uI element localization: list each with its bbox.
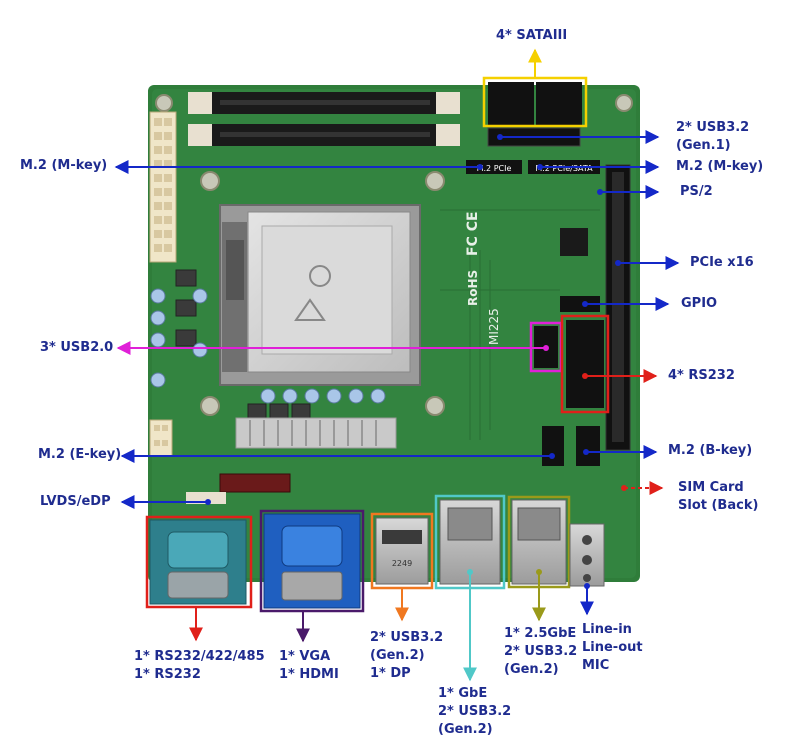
m2-pcie-silkscreen: M.2 PCIe (477, 164, 512, 173)
atx-power-connector (149, 111, 177, 263)
gbe-arrow-dot (467, 569, 473, 575)
label-audio-line2: Line-out (582, 640, 643, 655)
vga-hdmi-stack (263, 513, 361, 609)
label-sim-line1: SIM Card (678, 480, 744, 495)
usb20-arrow-dot (543, 345, 549, 351)
vrm-components (150, 269, 386, 421)
arrow-dots (205, 134, 621, 589)
label-sim-line2: Slot (Back) (678, 498, 759, 513)
sim-arrow-dot (621, 485, 627, 491)
audio-jacks (569, 523, 605, 587)
label-vga-line2: 1* HDMI (279, 667, 339, 682)
com-port-stack (149, 519, 247, 605)
label-gbe-line3: (Gen.2) (438, 722, 493, 737)
rs232-headers (566, 320, 604, 408)
m2-e-slot (542, 426, 564, 466)
label-gpio: GPIO (681, 296, 718, 311)
lvds-connector (219, 473, 291, 493)
usb-dp-stack (375, 517, 429, 585)
rs232-arrow-dot (582, 373, 588, 379)
label-rs-combo-line1: 1* RS232/422/485 (134, 649, 265, 664)
m2-b-slot (576, 426, 600, 466)
label-pcie: PCIe x16 (690, 255, 754, 270)
annotation-arrows (114, 48, 680, 682)
rs232-highlight-box (560, 314, 610, 414)
heatsink (235, 417, 397, 449)
label-m2-m-right: M.2 (M-key) (676, 159, 764, 174)
label-usb32-gen2-dp-line1: 2* USB3.2 (370, 630, 444, 645)
sata-ports (488, 82, 582, 126)
label-usb32-gen2-dp-line3: 1* DP (370, 666, 411, 681)
m2-pcie-sata-silkscreen: M.2 PCIe/SATA (535, 164, 593, 173)
label-lvds: LVDS/eDP (40, 494, 111, 509)
label-gbe-line2: 2* USB3.2 (438, 704, 512, 719)
label-rs-combo-line2: 1* RS232 (134, 667, 201, 682)
label-audio-line3: MIC (582, 658, 610, 673)
label-audio-line1: Line-in (582, 622, 632, 637)
chipset (560, 228, 588, 256)
rohs-mark: RoHS (466, 270, 480, 306)
vga-highlight-box (259, 509, 365, 613)
gbe25-usb-stack (511, 499, 567, 585)
label-sata: 4* SATAIII (496, 28, 568, 43)
cpu-socket (219, 204, 421, 386)
fcc-ce-mark: FC CE (465, 211, 481, 256)
cpu-power-connector (149, 419, 173, 457)
label-m2-m-left: M.2 (M-key) (20, 158, 108, 173)
label-usb32-gen1-line2: (Gen.1) (676, 138, 731, 153)
label-usb20: 3* USB2.0 (40, 340, 114, 355)
label-rs232x4: 4* RS232 (668, 368, 735, 383)
label-gbe25-line3: (Gen.2) (504, 662, 559, 677)
label-m2-e: M.2 (E-key) (38, 447, 122, 462)
label-vga-line1: 1* VGA (279, 649, 331, 664)
gpio-header (560, 296, 600, 312)
label-gbe25-line1: 1* 2.5GbE (504, 626, 577, 641)
label-m2-b: M.2 (B-key) (668, 443, 753, 458)
m2-m-slot-1 (466, 160, 522, 174)
label-ps2: PS/2 (680, 184, 713, 199)
dimm-slots (188, 92, 460, 146)
gbe25-arrow-dot (536, 569, 542, 575)
model-silkscreen: MI225 (487, 308, 501, 345)
label-usb32-gen2-dp-line2: (Gen.2) (370, 648, 425, 663)
label-usb32-gen1-line1: 2* USB3.2 (676, 120, 750, 135)
com-highlight-box (145, 515, 253, 609)
label-gbe-line1: 1* GbE (438, 686, 488, 701)
usb-dp-model-silkscreen: 2249 (392, 559, 412, 568)
pcie-x16-slot (605, 164, 631, 451)
label-gbe25-line2: 2* USB3.2 (504, 644, 578, 659)
